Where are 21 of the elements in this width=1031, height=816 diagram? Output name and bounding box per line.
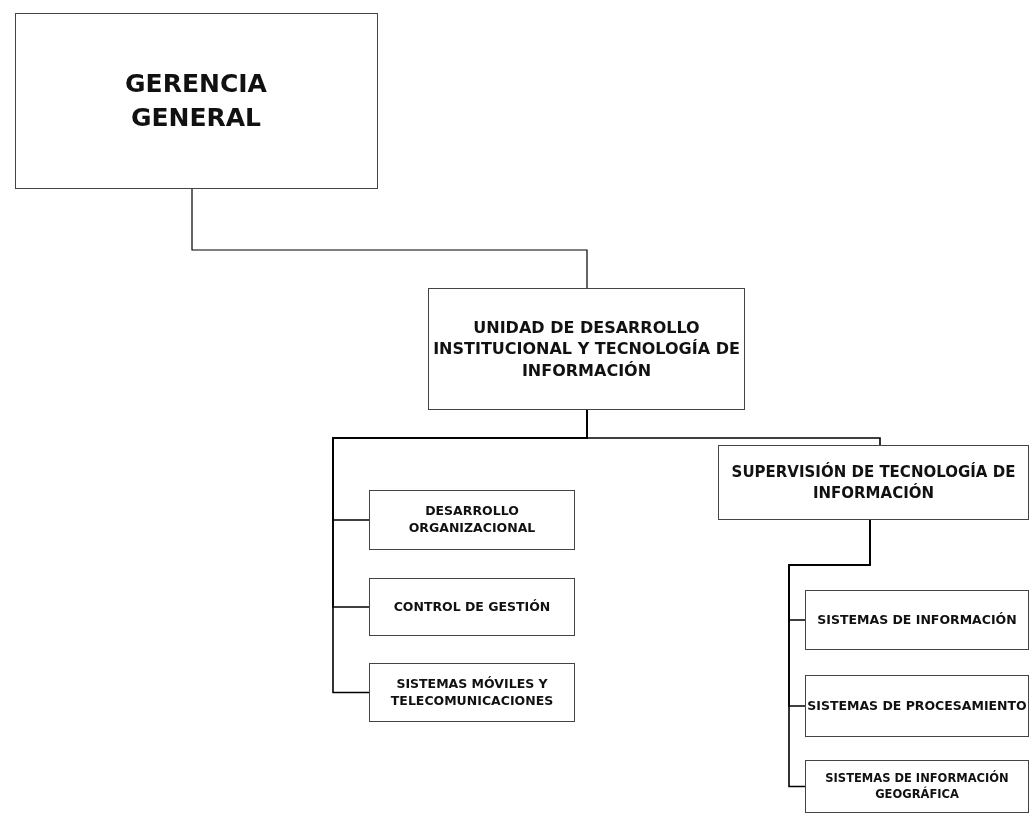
position-box (718, 445, 1029, 520)
position-box (369, 490, 575, 550)
position-title: UNIDAD DE DESARROLLO INSTITUCIONAL Y TECNOLOGÍA DE INFORMACIÓN (432, 316, 741, 382)
position-box (428, 288, 745, 410)
position-box (369, 663, 575, 722)
connector-line (788, 519, 871, 788)
position-title: SISTEMAS DE INFORMACIÓN GEOGRÁFICA (824, 771, 1010, 802)
position-box (805, 675, 1029, 737)
position-title: SISTEMAS DE PROCESAMIENTO (807, 697, 1027, 715)
position-title: SISTEMAS DE INFORMACIÓN (817, 611, 1017, 629)
position-box (805, 590, 1029, 650)
connector-line (191, 188, 588, 289)
position-title: SUPERVISIÓN DE TECNOLOGÍA DE INFORMACIÓN (730, 462, 1017, 503)
position-title: GERENCIA GENERAL (124, 68, 268, 134)
position-title: DESARROLLO ORGANIZACIONAL (407, 503, 537, 537)
position-box (369, 578, 575, 636)
position-title: CONTROL DE GESTIÓN (393, 598, 551, 616)
position-title: SISTEMAS MÓVILES Y TELECOMUNICACIONES (389, 675, 555, 710)
position-box (805, 760, 1029, 813)
connector-line (586, 409, 881, 446)
position-box (15, 13, 378, 189)
